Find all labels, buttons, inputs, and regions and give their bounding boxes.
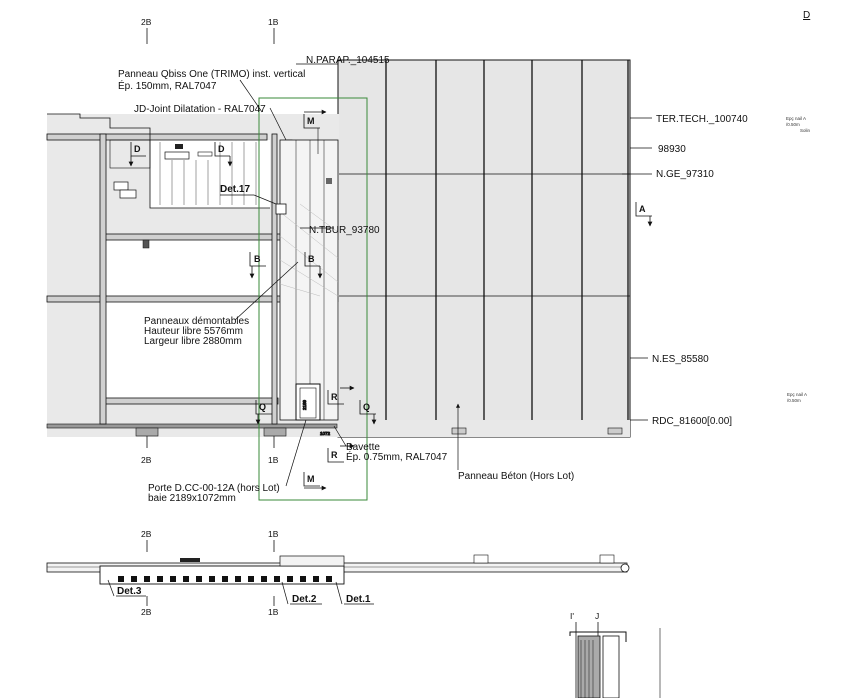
level-parapet: N.PARAP._104515 [306, 55, 390, 66]
leader-porte [285, 419, 307, 487]
detail-ref-3: Det.3 [117, 586, 142, 597]
plan-grid-1b-bottom: 1B [268, 607, 279, 617]
grid-label-2b-top: 2B [141, 17, 152, 27]
right-note-1c: Solin [800, 128, 811, 133]
svg-text:A: A [639, 204, 646, 214]
detail-ref-2: Det.2 [292, 594, 317, 605]
plan-grid-1b-top: 1B [268, 529, 279, 539]
section-marker-q-left: Q [255, 400, 272, 425]
svg-text:Q: Q [259, 402, 266, 412]
section-marker-a: A [635, 202, 653, 227]
leader-bavette [333, 425, 347, 447]
note-panneaux-3: Largeur libre 2880mm [144, 336, 242, 347]
note-panneaux-2: Hauteur libre 5576mm [144, 326, 243, 337]
detail-ref-17: Det.17 [220, 184, 250, 195]
qbiss-panel-zone: 2189 1072 [275, 139, 339, 437]
note-porte-2: baie 2189x1072mm [148, 493, 236, 504]
detail-cut-section [569, 622, 661, 698]
section-marker-b-left: B [249, 252, 266, 279]
section-marker-q-right: Q [359, 400, 377, 425]
section-marker-d-right: D [214, 142, 233, 167]
note-beton: Panneau Béton (Hors Lot) [458, 471, 574, 482]
grid-label-1b-bottom: 1B [268, 455, 279, 465]
level-tertech: TER.TECH._100740 [656, 114, 748, 125]
section-marker-r-top: R [327, 385, 355, 405]
grid-axis-lines-bottom [146, 436, 275, 448]
level-tbur: N.TBUR_93780 [309, 225, 380, 236]
note-qbiss-line2: Ép. 150mm, RAL7047 [118, 79, 217, 92]
grid-label-2b-bottom: 2B [141, 455, 152, 465]
svg-text:M: M [307, 116, 315, 126]
note-bavette-2: Ép. 0.75mm, RAL7047 [346, 450, 448, 463]
detail-callout-frame [258, 97, 368, 501]
svg-text:Q: Q [363, 402, 370, 412]
level-98930: 98930 [658, 144, 686, 155]
note-panneaux-1: Panneaux démontables [144, 316, 249, 327]
right-note-1b: /0.50m [786, 122, 800, 127]
level-ge: N.GE_97310 [656, 169, 714, 180]
level-rdc: RDC_81600[0.00] [652, 416, 732, 427]
right-note-1a: Epç nail A [786, 116, 806, 121]
right-note-2b: /0.50m [787, 398, 801, 403]
door-width-dim: 1072 [320, 431, 331, 436]
svg-text:R: R [331, 392, 338, 402]
svg-text:B: B [254, 254, 261, 264]
plan-grid-2b-top: 2B [141, 529, 152, 539]
level-lines [296, 63, 652, 421]
grid-label-1b-top: 1B [268, 17, 279, 27]
plan-grid-2b-bottom: 2B [141, 607, 152, 617]
leader-qbiss [239, 79, 263, 113]
plan-section-strip [46, 540, 630, 606]
svg-text:D: D [134, 144, 141, 154]
concrete-panel-facade [337, 59, 631, 438]
right-note-2a: Epç nail A [787, 392, 807, 397]
grid-label-i-prime: I' [570, 611, 574, 621]
grid-label-j: J [595, 611, 599, 621]
section-marker-r-bottom: R [327, 443, 355, 463]
leader-panneaux [234, 261, 299, 321]
note-qbiss-line1: Panneau Qbiss One (TRIMO) inst. vertical [118, 69, 305, 80]
svg-text:M: M [307, 474, 315, 484]
svg-text:B: B [308, 254, 315, 264]
section-marker-b-right: B [304, 252, 323, 279]
detail-17-leader [253, 194, 277, 205]
corner-label: D [803, 10, 810, 21]
note-bavette-1: Bavette [346, 442, 380, 453]
section-marker-d-left: D [128, 142, 146, 167]
door-height-dim: 2189 [302, 399, 307, 410]
detail-ref-1: Det.1 [346, 594, 371, 605]
leader-joint [269, 107, 287, 141]
note-joint: JD-Joint Dilatation - RAL7047 [134, 104, 266, 115]
note-porte-1: Porte D.CC-00-12A (hors Lot) [148, 483, 280, 494]
svg-text:D: D [218, 144, 225, 154]
level-es: N.ES_85580 [652, 354, 709, 365]
section-marker-m-bottom: M [303, 472, 327, 491]
grid-axis-lines [146, 28, 275, 44]
section-marker-m-top: M [303, 109, 327, 154]
svg-text:R: R [331, 450, 338, 460]
